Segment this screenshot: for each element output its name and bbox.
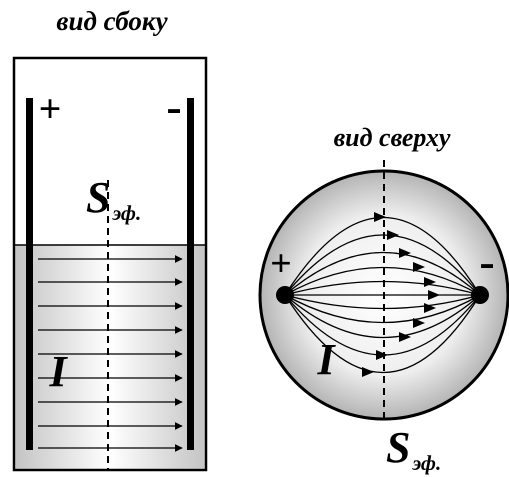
arrowhead: [424, 303, 436, 313]
top-view: вид сверху: [258, 123, 509, 475]
top-current-label: I: [316, 335, 336, 384]
negative-electrode: [187, 98, 194, 450]
arrowhead: [424, 277, 436, 287]
side-current-label: I: [48, 347, 68, 396]
positive-electrode: [26, 98, 33, 450]
arrowhead: [399, 248, 411, 258]
top-view-title: вид сверху: [334, 123, 451, 152]
side-view-title: вид сбоку: [56, 6, 168, 36]
arrowhead: [413, 318, 425, 328]
arrowhead: [399, 332, 411, 342]
side-area-symbol: Sэф.: [86, 173, 141, 225]
arrowhead: [362, 367, 374, 377]
arrowhead: [374, 212, 386, 222]
positive-electrode-dot: [276, 286, 294, 304]
arrowhead: [413, 262, 425, 272]
top-area-symbol: Sэф.: [386, 423, 441, 475]
current-line: [284, 294, 481, 374]
current-line: [284, 266, 481, 296]
top-current-arrowheads: [362, 212, 440, 377]
side-minus-sign: -: [166, 81, 181, 132]
arrowhead: [376, 350, 388, 360]
negative-electrode-dot: [471, 286, 489, 304]
arrowhead: [428, 290, 440, 300]
side-view: вид сбоку + - Sэф. I: [12, 6, 208, 472]
side-plus-sign: +: [39, 86, 62, 131]
top-plus-sign: +: [270, 243, 292, 285]
current-line: [284, 251, 481, 296]
top-minus-sign: -: [479, 236, 494, 287]
arrowhead: [387, 230, 399, 240]
current-line: [284, 294, 481, 339]
electrolyte-liquid: [15, 245, 205, 469]
side-current-arrows: [38, 255, 183, 452]
